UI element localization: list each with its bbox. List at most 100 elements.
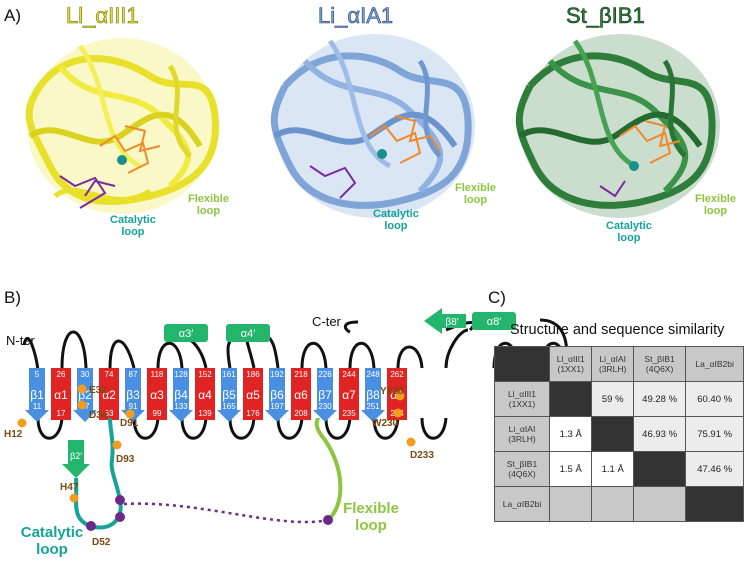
table-row: Li_αIAI (3RLH) 1.3 Å 46.93 % 75.91 % (494, 416, 744, 452)
secondary-structure-elements: 5β11126α11730β23774α26387β391118α399128β… (25, 368, 407, 422)
table-cell (548, 486, 593, 522)
element-start-residue: 244 (342, 370, 356, 379)
element-start-residue: 26 (57, 370, 66, 379)
table-cell (591, 486, 634, 522)
element-name: β3 (126, 388, 140, 402)
panel-b-label: B) (4, 288, 21, 307)
element-end-residue: 99 (153, 409, 162, 418)
element-name: α6 (294, 388, 308, 402)
table-cell (632, 486, 687, 522)
row-header: Li_αIAI (3RLH) (494, 416, 550, 452)
svg-text:D233: D233 (410, 450, 434, 461)
element-end-residue: 165 (222, 402, 236, 411)
svg-text:D52: D52 (92, 537, 111, 548)
svg-text:α3′: α3′ (179, 328, 194, 340)
element-name: β8 (366, 388, 380, 402)
structure-1-flexible-label: Flexible loop (188, 193, 229, 217)
element-start-residue: 161 (222, 370, 236, 379)
table-cell: 1.3 Å (548, 416, 593, 452)
structure-3-ribbon (515, 34, 720, 218)
diagonal-cell (632, 451, 687, 487)
helix-element: 244 α7 235 (339, 368, 359, 420)
panel-c-label: C) (488, 288, 506, 307)
structure-1-ligands (59, 125, 161, 209)
table-cell: 46.93 % (632, 416, 687, 452)
structure-2-catalytic-label: Catalytic loop (373, 208, 419, 232)
table-cell: 49.28 % (632, 381, 687, 417)
structure-1-ribbon (25, 38, 220, 214)
diagonal-cell (591, 416, 634, 452)
row-header: Ll_αIII1 (1XX1) (494, 381, 550, 417)
c-terminus-label: C-ter (312, 314, 342, 329)
flexible-loop-label: Flexible loop (343, 500, 399, 534)
svg-text:α4′: α4′ (241, 328, 256, 340)
element-name: α7 (342, 388, 356, 402)
structure-2-ligands (309, 115, 441, 199)
svg-text:D34: D34 (89, 410, 108, 421)
column-header: Li_αIAI (3RLH) (591, 346, 634, 382)
element-name: β7 (318, 388, 332, 402)
diagonal-cell (548, 381, 593, 417)
svg-text:α8′: α8′ (487, 316, 502, 328)
table-cell: 1.5 Å (548, 451, 593, 487)
element-name: β4 (174, 388, 188, 402)
svg-text:W230: W230 (372, 418, 399, 429)
residue-markers (17, 384, 416, 531)
element-end-residue: 208 (294, 409, 308, 418)
helix-a8-prime: α8′ (472, 312, 516, 330)
similarity-table: Ll_αIII1 (1XX1) Li_αIAI (3RLH) St_βIB1 (… (494, 346, 744, 522)
table-row: La_αIB2bi (494, 486, 744, 522)
element-end-residue: 63 (105, 409, 114, 418)
element-start-residue: 128 (174, 370, 188, 379)
strand-b8-prime: β8′ (424, 308, 466, 334)
element-end-residue: 197 (270, 402, 284, 411)
helix-element: 74 α2 63 (99, 368, 119, 420)
element-end-residue: 139 (198, 409, 212, 418)
table-cell: 60.40 % (685, 381, 744, 417)
svg-text:Y228: Y228 (380, 386, 404, 397)
svg-text:H12: H12 (4, 429, 23, 440)
structure-3-title: St_βIB1 (566, 3, 645, 29)
column-header: St_βIB1 (4Q6X) (632, 346, 687, 382)
element-name: α2 (102, 388, 116, 402)
table-cell: 59 % (591, 381, 634, 417)
row-header: La_αIB2bi (494, 486, 550, 522)
similarity-title: Structure and sequence similarity (510, 322, 725, 338)
svg-text:D91: D91 (120, 418, 139, 429)
structure-2-flexible-label: Flexible loop (455, 182, 496, 206)
element-name: β1 (30, 388, 44, 402)
helix-element: 26 α1 17 (51, 368, 71, 420)
structure-3-catalytic-label: Catalytic loop (606, 220, 652, 244)
element-start-residue: 226 (318, 370, 332, 379)
table-corner-cell (494, 346, 550, 382)
catalytic-loop-label: Catalytic loop (20, 524, 84, 558)
element-name: α1 (54, 388, 68, 402)
helix-a3-prime: α3′ (164, 324, 208, 342)
panel-a-label: A) (4, 6, 21, 25)
element-name: α3 (150, 388, 164, 402)
table-header-row: Ll_αIII1 (1XX1) Li_αIAI (3RLH) St_βIB1 (… (494, 346, 744, 382)
element-start-residue: 87 (129, 370, 138, 379)
element-start-residue: 218 (294, 370, 308, 379)
table-row: St_βIB1 (4Q6X) 1.5 Å 1.1 Å 47.46 % (494, 451, 744, 487)
element-start-residue: 262 (390, 370, 404, 379)
element-end-residue: 133 (174, 402, 188, 411)
element-end-residue: 11 (33, 402, 42, 411)
structure-1-catalytic-label: Catalytic loop (110, 214, 156, 238)
element-name: β5 (222, 388, 236, 402)
element-start-residue: 152 (198, 370, 212, 379)
helix-element: 218 α6 208 (291, 368, 311, 420)
element-end-residue: 251 (366, 402, 380, 411)
element-end-residue: 17 (57, 409, 66, 418)
element-start-residue: 74 (105, 370, 114, 379)
element-end-residue: 235 (342, 409, 356, 418)
